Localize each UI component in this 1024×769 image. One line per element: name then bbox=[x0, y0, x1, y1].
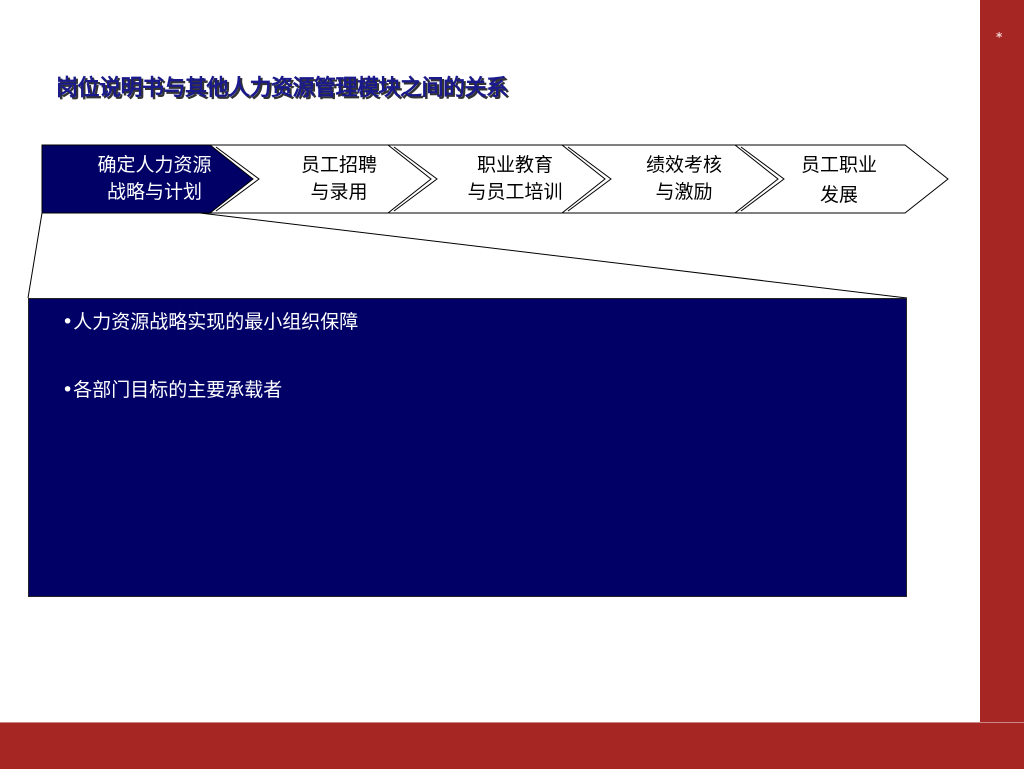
step-4-line1: 绩效考核 bbox=[645, 154, 722, 176]
step-3-line2: 与员工培训 bbox=[467, 181, 563, 203]
step-4-line2: 与激励 bbox=[655, 181, 713, 203]
slide-title: 岗位说明书与其他人力资源管理模块之间的关系 bbox=[56, 76, 508, 101]
step-5-line2: 发展 bbox=[819, 184, 858, 206]
step-5-label: 员工职业 发展 bbox=[785, 150, 893, 210]
step-1-line2: 战略与计划 bbox=[106, 181, 202, 203]
step-2-line2: 与录用 bbox=[310, 181, 368, 203]
right-brand-bar bbox=[980, 0, 1024, 768]
zoom-line-left bbox=[27, 212, 43, 299]
corner-mark: * bbox=[996, 30, 1003, 44]
detail-bullet-1: •人力资源战略实现的最小组织保障 bbox=[62, 311, 359, 333]
detail-box bbox=[28, 298, 907, 597]
zoom-line-right bbox=[199, 212, 908, 299]
step-1-line1: 确定人力资源 bbox=[97, 154, 212, 176]
detail-bullet-2: •各部门目标的主要承载者 bbox=[62, 379, 283, 401]
step-2-label: 员工招聘 与录用 bbox=[285, 152, 393, 206]
step-2-line1: 员工招聘 bbox=[300, 154, 377, 176]
bottom-brand-bar bbox=[0, 722, 1024, 769]
step-3-line1: 职业教育 bbox=[476, 154, 553, 176]
step-1-label: 确定人力资源 战略与计划 bbox=[82, 152, 227, 206]
step-3-label: 职业教育 与员工培训 bbox=[455, 152, 575, 206]
step-4-label: 绩效考核 与激励 bbox=[630, 152, 738, 206]
chevron-step-1 bbox=[41, 144, 254, 214]
step-5-line1: 员工职业 bbox=[800, 154, 877, 176]
